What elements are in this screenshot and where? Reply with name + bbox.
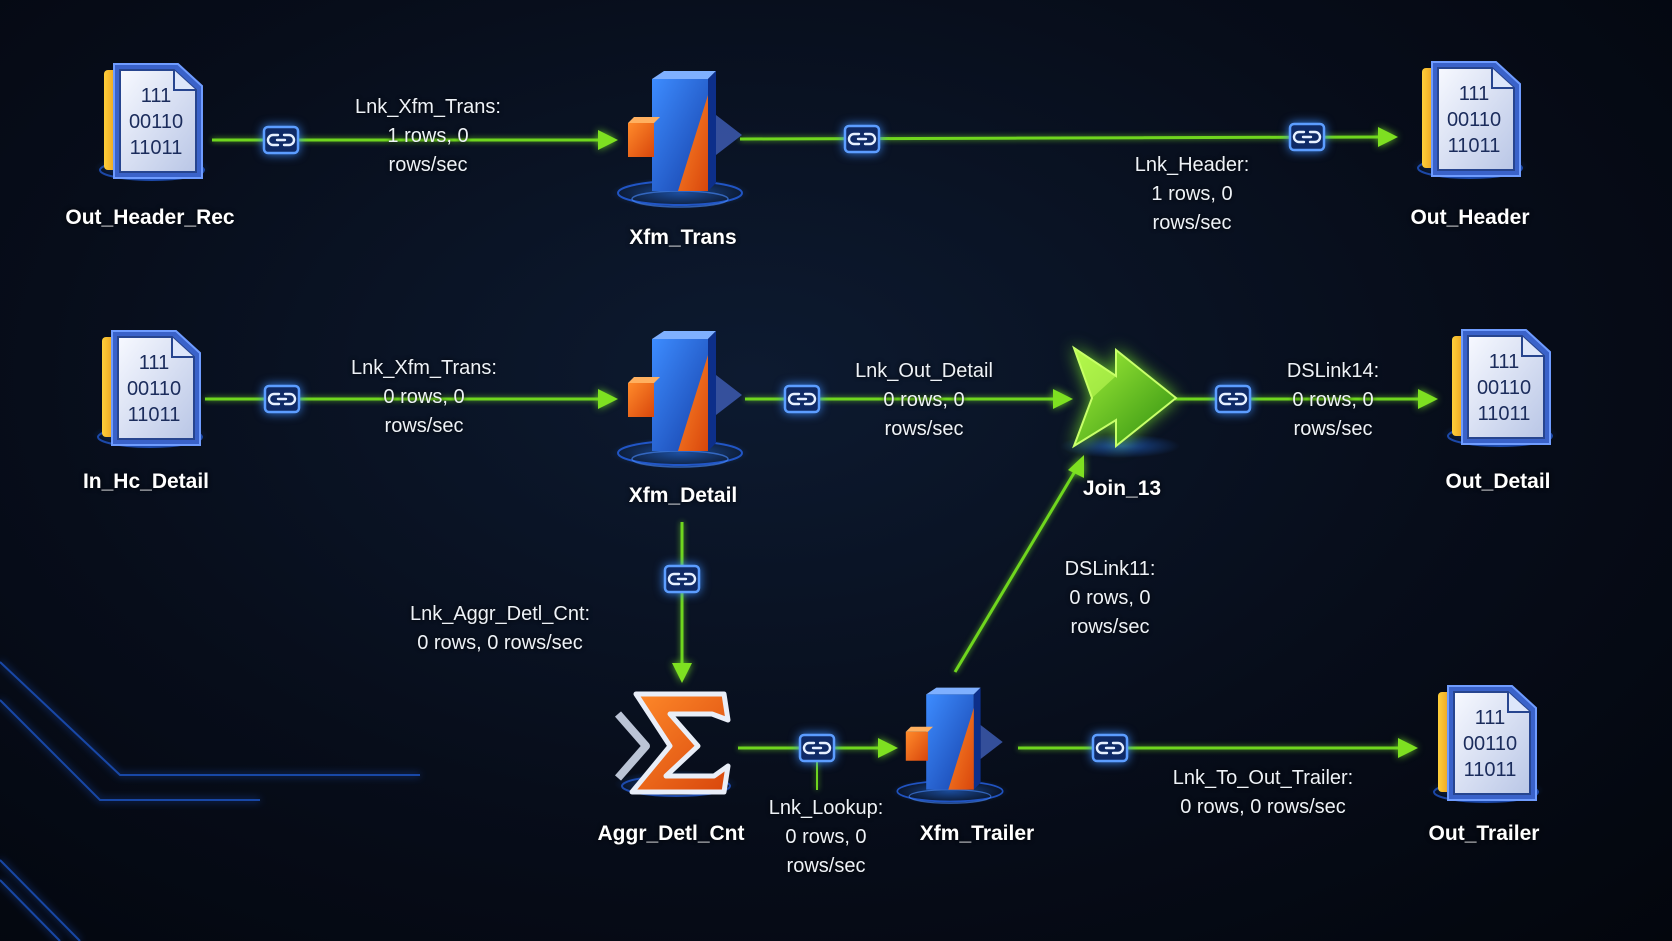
link-connector-lnk-to-out-trailer[interactable] [1093,735,1127,761]
file-binary-line2: 00110 [1447,109,1501,131]
link-connector-lnk-aggr-detl-cnt[interactable] [665,566,699,592]
stage-name-xfm-trailer[interactable]: Xfm_Trailer [919,822,1035,845]
link-label-title: DSLink14: [1286,360,1380,382]
link-label-rows: 0 rows, 0 [1069,587,1151,609]
link-label-title: Lnk_Aggr_Detl_Cnt: [409,603,591,625]
file-binary-line3: 11011 [130,137,183,159]
link-connector-dslink14[interactable] [1216,386,1250,412]
file-binary-line2: 00110 [1463,733,1517,755]
sequential-file-icon[interactable]: 111 00110 11011 [1441,329,1559,449]
file-binary-line2: 00110 [129,111,183,133]
link-connector-lnk-out-detail[interactable] [785,386,819,412]
link-label-rate: rows/sec [1293,418,1373,440]
stage-name-out-detail[interactable]: Out_Detail [1445,470,1551,493]
link-label-rows: 0 rows, 0 [785,826,867,848]
link-label-lnk-out-detail[interactable]: Lnk_Out_Detail 0 rows, 0 rows/sec [855,357,993,444]
link-label-title: Lnk_Out_Detail [855,360,993,382]
file-binary-line1: 111 [141,85,171,107]
stage-name-join-13[interactable]: Join_13 [1082,477,1162,500]
file-binary-line2: 00110 [1477,377,1531,399]
link-connector-lnk-header[interactable] [1290,124,1324,150]
stage-name-aggr-detl-cnt[interactable]: Aggr_Detl_Cnt [597,822,745,845]
link-label-title: DSLink11: [1064,558,1156,580]
stage-name-xfm-detail[interactable]: Xfm_Detail [628,484,738,507]
link-label-title: Lnk_Xfm_Trans: [351,357,497,379]
sequential-file-icon[interactable]: 111 00110 11011 [1411,61,1529,181]
link-connector-lnk-xfm-trans-mid[interactable] [265,386,299,412]
link-label-lnk-aggr-detl-cnt[interactable]: Lnk_Aggr_Detl_Cnt: 0 rows, 0 rows/sec [410,600,590,658]
link-label-title: Lnk_To_Out_Trailer: [1172,767,1354,789]
link-label-rows: 1 rows, 0 [387,125,469,147]
link-label-rows: 0 rows, 0 [883,389,965,411]
wires [205,127,1438,790]
link-label-title: Lnk_Xfm_Trans: [355,96,501,118]
link-label-lnk-xfm-trans-top[interactable]: Lnk_Xfm_Trans: 1 rows, 0 rows/sec [355,93,501,180]
link-label-rate: rows/sec [384,415,464,437]
stage-name-out-header-rec[interactable]: Out_Header_Rec [65,206,235,229]
link-label-lnk-lookup[interactable]: Lnk_Lookup: 0 rows, 0 rows/sec [769,794,884,881]
stage-name-out-header[interactable]: Out_Header [1410,206,1530,229]
decorative-circuit-lines [0,661,420,941]
stage-name-out-trailer[interactable]: Out_Trailer [1428,822,1540,845]
link-label-dslink11[interactable]: DSLink11: 0 rows, 0 rows/sec [1065,555,1156,642]
sequential-file-icon[interactable]: 111 00110 11011 [1427,685,1545,805]
link-label-rows: 1 rows, 0 [1151,183,1233,205]
link-label-dslink14[interactable]: DSLink14: 0 rows, 0 rows/sec [1287,357,1379,444]
link-label-title: Lnk_Lookup: [768,797,884,819]
sequential-file-icon[interactable]: 111 00110 11011 [91,330,209,450]
file-binary-line3: 11011 [1448,135,1501,157]
transformer-icon[interactable] [609,330,751,470]
sequential-file-icon[interactable]: 111 00110 11011 [93,63,211,183]
link-label-rows: 0 rows, 0 [1292,389,1374,411]
file-binary-line1: 111 [1489,351,1519,373]
file-binary-line1: 111 [139,352,169,374]
link-connector-xfm-trans-out[interactable] [845,126,879,152]
link-label-rows: 0 rows, 0 rows/sec [1180,796,1346,818]
link-label-rate: rows/sec [1070,616,1150,638]
file-binary-line1: 111 [1475,707,1505,729]
link-label-lnk-to-out-trailer[interactable]: Lnk_To_Out_Trailer: 0 rows, 0 rows/sec [1173,764,1353,822]
link-label-rate: rows/sec [884,418,964,440]
link-label-title: Lnk_Header: [1134,154,1250,176]
link-connector-lnk-lookup[interactable] [800,735,834,761]
link-label-lnk-xfm-trans-mid[interactable]: Lnk_Xfm_Trans: 0 rows, 0 rows/sec [351,354,497,441]
link-label-rows: 0 rows, 0 [383,386,465,408]
link-label-rate: rows/sec [786,855,866,877]
file-binary-line1: 111 [1459,83,1489,105]
link-connector-lnk-xfm-trans-top[interactable] [264,127,298,153]
transformer-icon[interactable] [609,70,751,210]
file-binary-line3: 11011 [1464,759,1517,781]
link-label-rows: 0 rows, 0 rows/sec [417,632,583,654]
aggregator-sigma-icon[interactable] [614,691,738,798]
join-icon[interactable] [1060,345,1180,458]
file-binary-line3: 11011 [1478,403,1531,425]
file-binary-line3: 11011 [128,404,181,426]
file-binary-line2: 00110 [127,378,181,400]
stage-name-in-hc-detail[interactable]: In_Hc_Detail [82,470,210,493]
link-label-lnk-header[interactable]: Lnk_Header: 1 rows, 0 rows/sec [1135,151,1250,238]
stage-name-xfm-trans[interactable]: Xfm_Trans [629,226,737,249]
transformer-icon[interactable] [889,686,1011,806]
link-label-rate: rows/sec [1152,212,1232,234]
link-label-rate: rows/sec [388,154,468,176]
